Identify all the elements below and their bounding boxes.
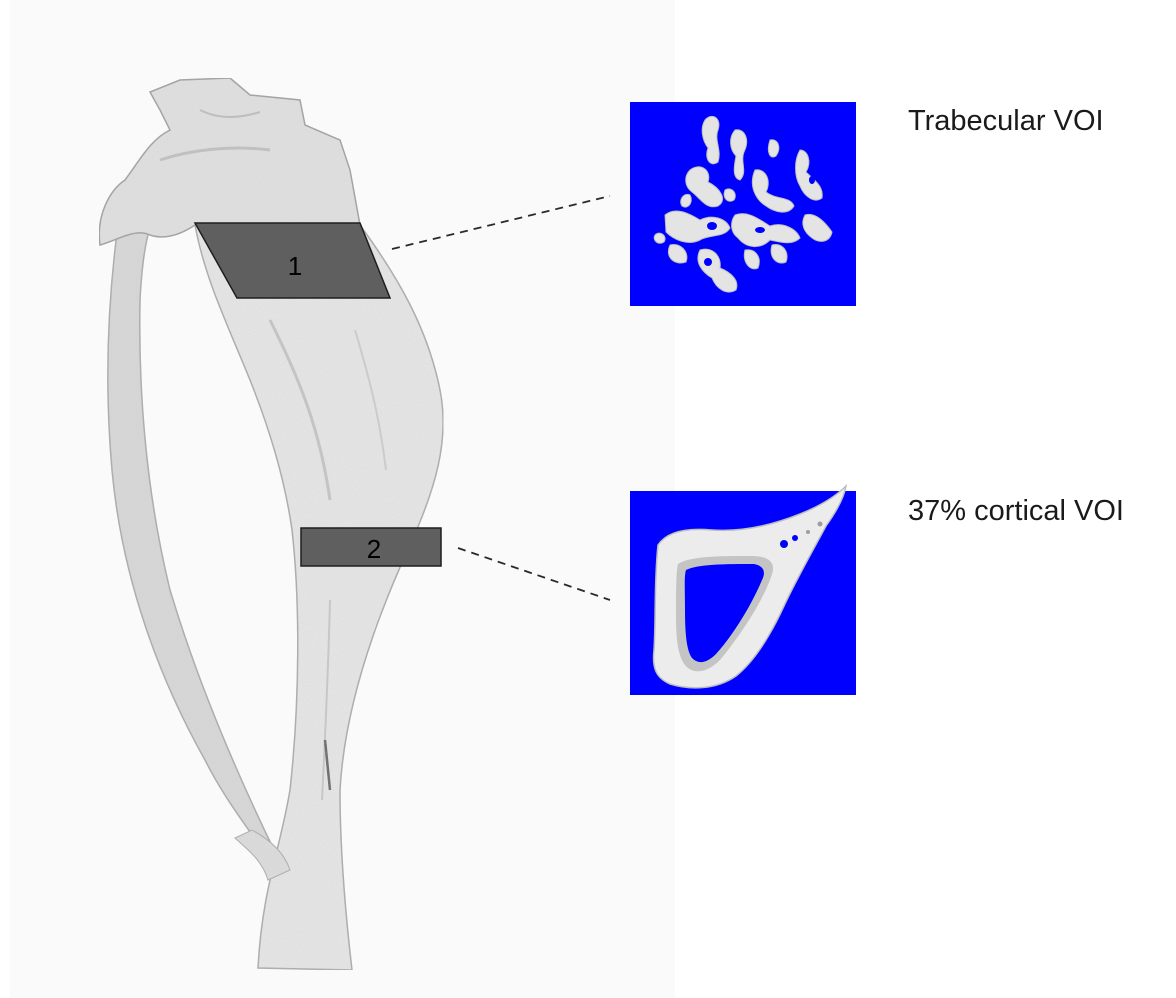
inset-trabecular bbox=[630, 102, 856, 306]
voi-band-2: 2 bbox=[301, 528, 441, 566]
label-trabecular-voi: Trabecular VOI bbox=[908, 105, 1104, 138]
voi-band-2-number: 2 bbox=[367, 534, 381, 564]
label-cortical-voi: 37% cortical VOI bbox=[908, 495, 1124, 528]
inset-cortical bbox=[630, 486, 856, 695]
voi-band-1-number: 1 bbox=[288, 251, 302, 281]
